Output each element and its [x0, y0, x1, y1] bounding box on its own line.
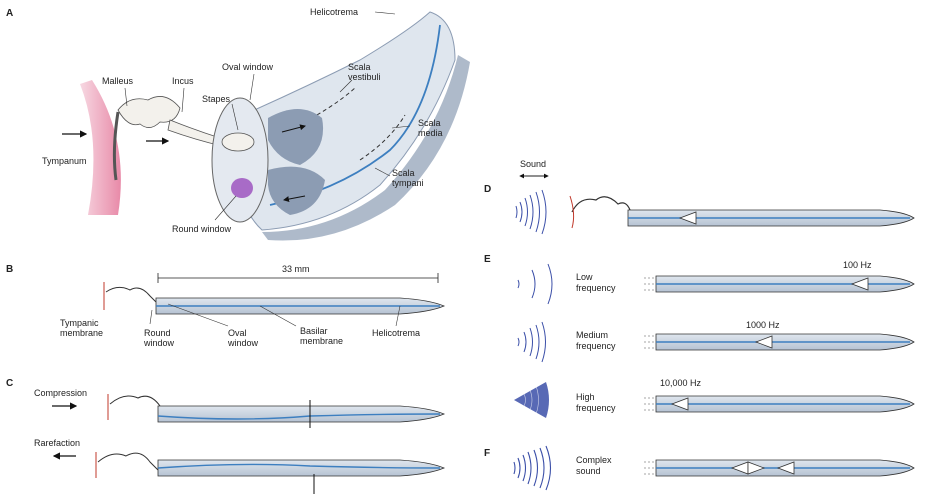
- label-tympanic-membrane-2: membrane: [60, 328, 103, 338]
- label-medium-hz: 1000 Hz: [746, 320, 780, 330]
- label-oval-window-a: Oval window: [222, 62, 274, 72]
- label-sound: Sound: [520, 159, 546, 169]
- label-compression: Compression: [34, 388, 87, 398]
- label-scala-tympani-1: Scala: [392, 168, 415, 178]
- label-low-1: Low: [576, 272, 593, 282]
- panel-f: F Complex sound: [484, 446, 914, 490]
- label-basilar-membrane-1: Basilar: [300, 326, 328, 336]
- sound-waves-complex: [514, 446, 551, 490]
- label-high-1: High: [576, 392, 595, 402]
- label-malleus: Malleus: [102, 76, 134, 86]
- label-stapes: Stapes: [202, 94, 231, 104]
- ossicles-d: [570, 196, 636, 228]
- panel-d: D Sound: [484, 159, 914, 234]
- label-oval-window-b-1: Oval: [228, 328, 247, 338]
- label-medium-2: frequency: [576, 341, 616, 351]
- label-round-window-b-1: Round: [144, 328, 171, 338]
- sound-waves-low: [518, 264, 552, 304]
- label-helicotrema-b: Helicotrema: [372, 328, 420, 338]
- label-complex-2: sound: [576, 466, 601, 476]
- panel-c: C Compression Rarefaction: [6, 378, 444, 494]
- label-low-2: frequency: [576, 283, 616, 293]
- label-scala-tympani-2: tympani: [392, 178, 424, 188]
- label-helicotrema-a: Helicotrema: [310, 7, 358, 17]
- panel-e: E Low frequency 100 Hz Medium frequency …: [484, 254, 914, 418]
- panel-label-a: A: [6, 8, 13, 19]
- label-round-window-b-2: window: [143, 338, 175, 348]
- label-scala-vestibuli-1: Scala: [348, 62, 371, 72]
- sound-waves-d: [516, 190, 546, 234]
- oval-window-ring: [212, 98, 268, 222]
- label-scala-media-2: media: [418, 128, 443, 138]
- panel-b: B 33 mm Tympanic membrane Round window O…: [6, 264, 444, 348]
- label-length: 33 mm: [282, 264, 310, 274]
- sound-waves-high: [514, 382, 549, 418]
- label-oval-window-b-2: window: [227, 338, 259, 348]
- panel-label-b: B: [6, 264, 13, 275]
- label-medium-1: Medium: [576, 330, 608, 340]
- label-high-hz: 10,000 Hz: [660, 378, 702, 388]
- label-round-window-a: Round window: [172, 224, 232, 234]
- round-window-shape: [231, 178, 253, 198]
- label-tympanum: Tympanum: [42, 156, 87, 166]
- ossicles: [114, 96, 222, 180]
- panel-a: A: [6, 7, 470, 241]
- label-basilar-membrane-2: membrane: [300, 336, 343, 346]
- label-high-2: frequency: [576, 403, 616, 413]
- label-scala-media-1: Scala: [418, 118, 441, 128]
- label-scala-vestibuli-2: vestibuli: [348, 72, 381, 82]
- panel-label-d: D: [484, 184, 491, 195]
- label-complex-1: Complex: [576, 455, 612, 465]
- panel-label-e: E: [484, 254, 491, 265]
- label-rarefaction: Rarefaction: [34, 438, 80, 448]
- label-tympanic-membrane-1: Tympanic: [60, 318, 99, 328]
- label-incus: Incus: [172, 76, 194, 86]
- stapes-footplate: [222, 133, 254, 151]
- panel-label-c: C: [6, 378, 13, 389]
- panel-label-f: F: [484, 448, 490, 459]
- label-low-hz: 100 Hz: [843, 260, 872, 270]
- sound-waves-medium: [518, 322, 546, 362]
